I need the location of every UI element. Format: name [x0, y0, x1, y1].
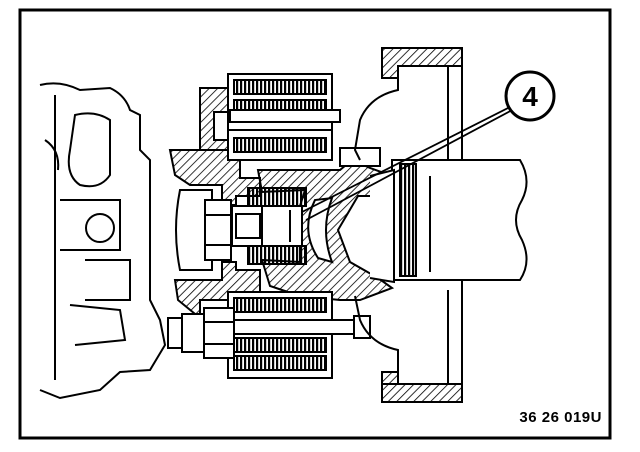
centering-sleeve: [231, 187, 307, 265]
callout-circle: [504, 70, 556, 122]
callout-leaders: [301, 103, 517, 221]
reference-code: 36 26 019U: [519, 409, 602, 426]
callout-label: 4: [522, 81, 538, 112]
housing: [39, 82, 167, 400]
lower-bolt: [167, 307, 371, 359]
center-nut: [175, 189, 232, 271]
propeller-shaft: [369, 159, 528, 284]
figure-frame: [18, 8, 612, 440]
upper-bolt: [229, 109, 381, 167]
callout-4: 4: [504, 70, 556, 122]
